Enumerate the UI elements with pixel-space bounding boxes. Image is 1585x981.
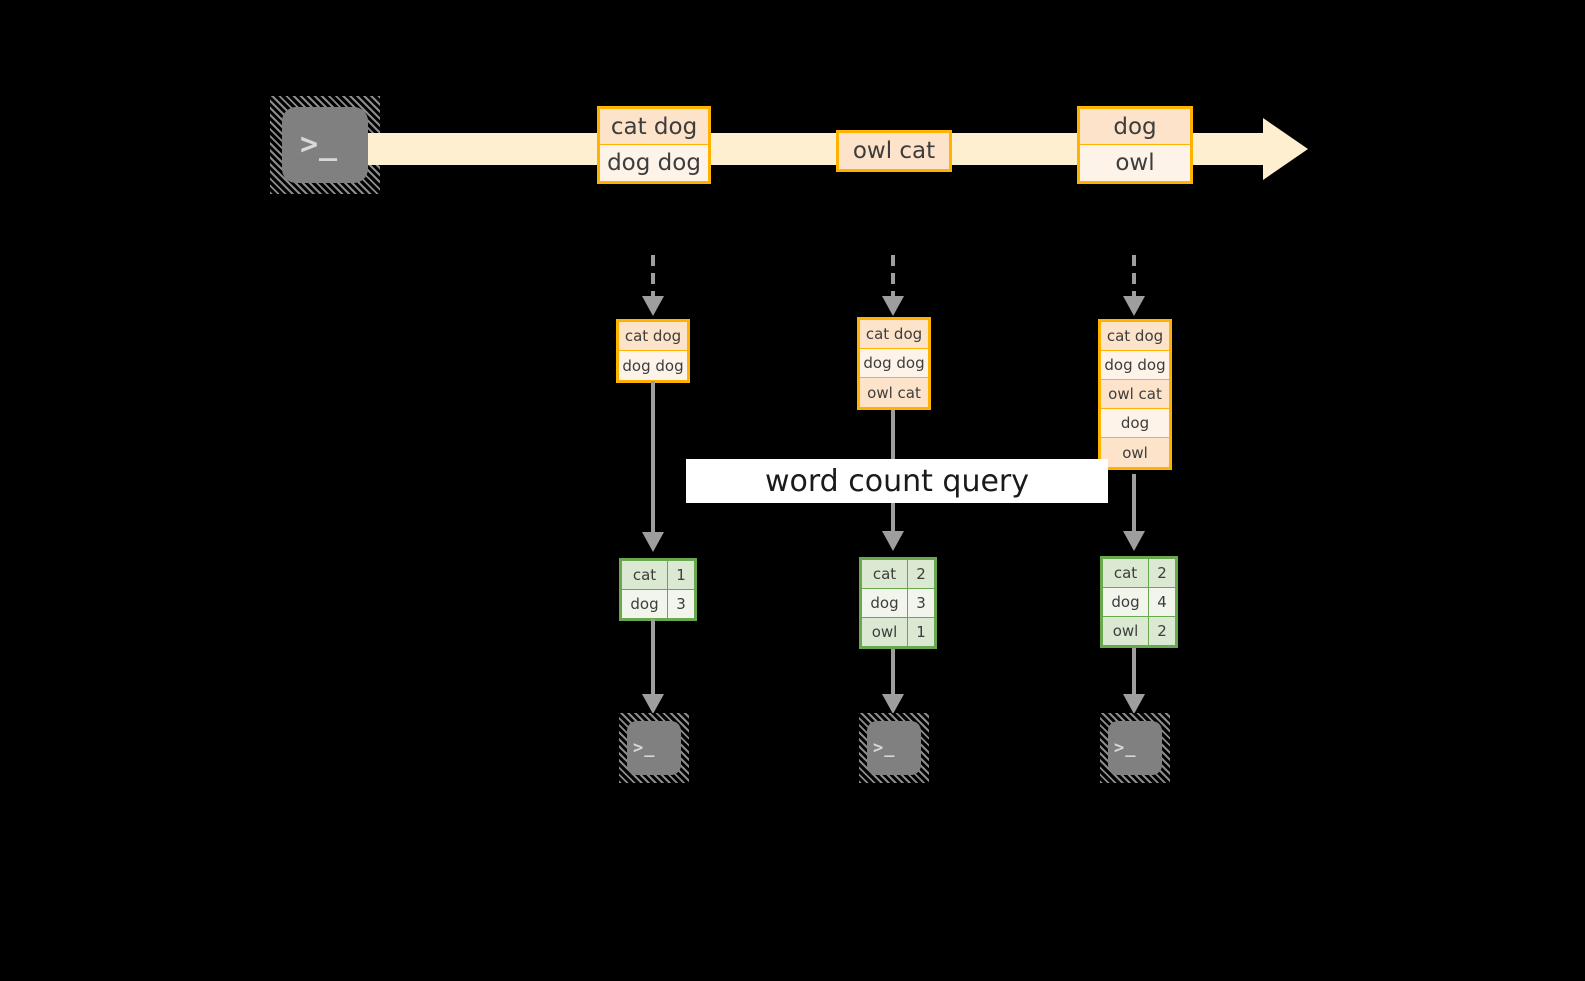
- snapshot-record-line: cat dog: [619, 322, 687, 351]
- result-word: dog: [622, 590, 668, 618]
- terminal-body: [1108, 721, 1162, 775]
- sink-terminal-1: >_: [619, 713, 689, 783]
- snapshot-record-line: owl cat: [1101, 380, 1169, 409]
- snapshot-2-records: cat dog dog dog owl cat: [857, 317, 931, 410]
- input-record-1: cat dog dog dog: [597, 106, 711, 184]
- snapshot-record-line: cat dog: [860, 320, 928, 349]
- record-line: dog dog: [600, 145, 708, 181]
- record-line: dog: [1080, 109, 1190, 145]
- record-line: owl cat: [839, 133, 949, 169]
- tap-connector-arrowhead-1: [642, 296, 664, 316]
- tap-connector-3: [1132, 255, 1136, 297]
- stream-arrow-head: [1263, 118, 1308, 180]
- result-word: cat: [862, 560, 908, 588]
- sink-connector-arrowhead-3: [1123, 694, 1145, 714]
- tap-connector-arrowhead-3: [1123, 296, 1145, 316]
- table-row: dog 3: [862, 589, 934, 618]
- result-count: 3: [908, 589, 934, 617]
- result-count: 1: [908, 618, 934, 646]
- table-row: cat 1: [622, 561, 694, 590]
- table-row: cat 2: [862, 560, 934, 589]
- query-label: word count query: [686, 459, 1108, 503]
- query-connector-3: [1132, 474, 1136, 532]
- terminal-prompt-glyph: >_: [1114, 737, 1137, 758]
- result-word: dog: [1103, 588, 1149, 616]
- result-word: dog: [862, 589, 908, 617]
- snapshot-2-result-table: cat 2 dog 3 owl 1: [859, 557, 937, 649]
- terminal-body: [627, 721, 681, 775]
- snapshot-record-line: cat dog: [1101, 322, 1169, 351]
- snapshot-1-records: cat dog dog dog: [616, 319, 690, 383]
- query-connector-arrowhead-2: [882, 531, 904, 551]
- result-count: 3: [668, 590, 694, 618]
- record-line: cat dog: [600, 109, 708, 145]
- query-connector-arrowhead-1: [642, 532, 664, 552]
- snapshot-record-line: owl cat: [860, 378, 928, 407]
- tap-connector-2: [891, 255, 895, 297]
- sink-terminal-2: >_: [859, 713, 929, 783]
- snapshot-3-result-table: cat 2 dog 4 owl 2: [1100, 556, 1178, 648]
- snapshot-record-line: dog: [1101, 409, 1169, 438]
- table-row: dog 4: [1103, 588, 1175, 617]
- table-row: dog 3: [622, 590, 694, 618]
- sink-connector-1: [651, 619, 655, 695]
- record-line: owl: [1080, 145, 1190, 181]
- sink-connector-3: [1132, 648, 1136, 695]
- snapshot-record-line: dog dog: [619, 351, 687, 380]
- snapshot-record-line: dog dog: [1101, 351, 1169, 380]
- result-count: 2: [1149, 617, 1175, 645]
- terminal-body: [282, 107, 368, 183]
- query-connector-1: [651, 381, 655, 533]
- result-word: owl: [862, 618, 908, 646]
- sink-connector-2: [891, 649, 895, 695]
- snapshot-3-records: cat dog dog dog owl cat dog owl: [1098, 319, 1172, 470]
- sink-terminal-3: >_: [1100, 713, 1170, 783]
- terminal-prompt-glyph: >_: [873, 737, 896, 758]
- sink-connector-arrowhead-1: [642, 694, 664, 714]
- snapshot-record-line: owl: [1101, 438, 1169, 467]
- snapshot-1-result-table: cat 1 dog 3: [619, 558, 697, 621]
- input-record-3: dog owl: [1077, 106, 1193, 184]
- result-count: 2: [1149, 559, 1175, 587]
- result-word: owl: [1103, 617, 1149, 645]
- sink-connector-arrowhead-2: [882, 694, 904, 714]
- source-terminal-icon: >_: [270, 96, 380, 194]
- snapshot-record-line: dog dog: [860, 349, 928, 378]
- table-row: owl 1: [862, 618, 934, 646]
- result-word: cat: [1103, 559, 1149, 587]
- result-count: 2: [908, 560, 934, 588]
- terminal-prompt-glyph: >_: [633, 737, 656, 758]
- tap-connector-1: [651, 255, 655, 297]
- table-row: owl 2: [1103, 617, 1175, 645]
- result-word: cat: [622, 561, 668, 589]
- terminal-body: [867, 721, 921, 775]
- result-count: 4: [1149, 588, 1175, 616]
- query-connector-arrowhead-3: [1123, 531, 1145, 551]
- tap-connector-arrowhead-2: [882, 296, 904, 316]
- table-row: cat 2: [1103, 559, 1175, 588]
- terminal-prompt-glyph: >_: [300, 127, 339, 162]
- result-count: 1: [668, 561, 694, 589]
- input-record-2: owl cat: [836, 130, 952, 172]
